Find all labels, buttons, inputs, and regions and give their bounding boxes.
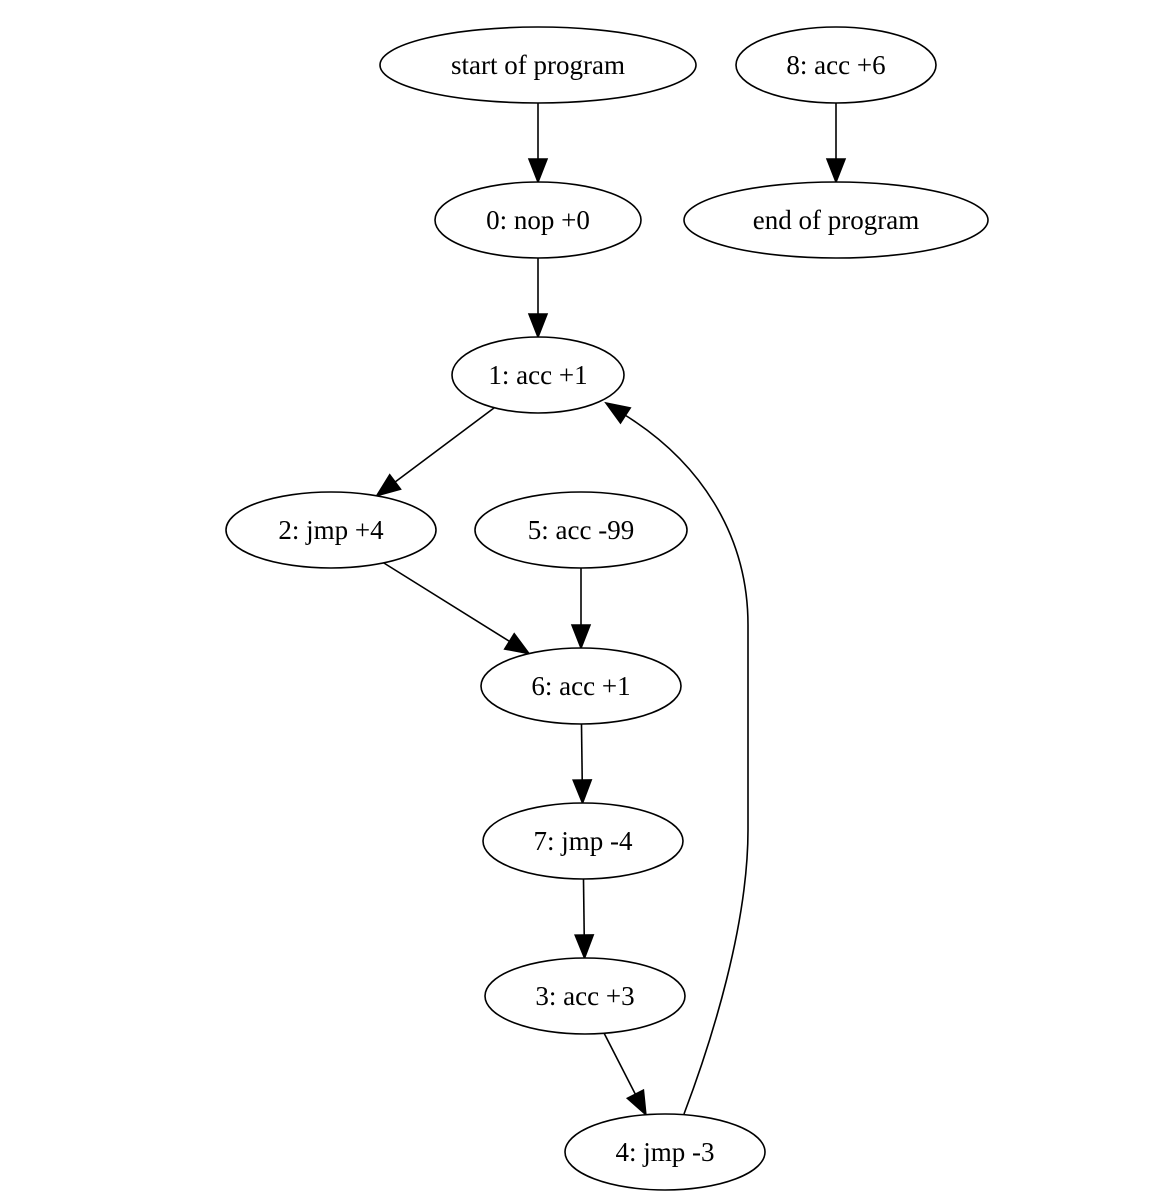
node-ellipse [735, 26, 937, 104]
nodes-layer: start of program 8: acc +6 0: nop +0 end of… [225, 26, 989, 1191]
node-ellipse [564, 1113, 766, 1191]
node-start: start of program [379, 26, 697, 104]
node-ellipse [480, 647, 682, 725]
arrowhead [825, 158, 847, 185]
node-n7: 7: jmp -4 [482, 802, 684, 880]
node-ellipse [474, 491, 688, 569]
arrowhead [527, 313, 549, 340]
edge-line [619, 411, 749, 1115]
node-label: 4: jmp -3 [616, 1137, 715, 1167]
node-label: 7: jmp -4 [534, 826, 633, 856]
edge-n2-to-n6 [383, 562, 531, 655]
node-n5: 5: acc -99 [474, 491, 688, 569]
arrowhead [570, 624, 592, 651]
edge-line [383, 562, 510, 643]
edge-line [394, 407, 495, 483]
node-ellipse [683, 181, 989, 259]
arrowhead [625, 1088, 647, 1117]
node-n4: 4: jmp -3 [564, 1113, 766, 1191]
node-n8: 8: acc +6 [735, 26, 937, 104]
arrowhead [574, 934, 595, 961]
node-n2: 2: jmp +4 [225, 491, 437, 569]
arrowhead [527, 158, 549, 185]
node-label: 1: acc +1 [488, 360, 587, 390]
node-end: end of program [683, 181, 989, 259]
edge-n5-to-n6 [570, 568, 592, 651]
node-ellipse [379, 26, 697, 104]
arrowhead [374, 473, 402, 498]
node-ellipse [451, 336, 625, 414]
edge-n8-to-end [825, 103, 847, 185]
arrowhead [604, 401, 632, 425]
edge-line [603, 1032, 637, 1095]
node-ellipse [225, 491, 437, 569]
edge-n6-to-n7 [572, 723, 593, 806]
edge-n3-to-n4 [603, 1032, 647, 1117]
edges-layer [374, 103, 847, 1117]
edge-n1-to-n2 [374, 407, 495, 498]
node-label: 2: jmp +4 [278, 515, 384, 545]
node-n1: 1: acc +1 [451, 336, 625, 414]
node-label: 5: acc -99 [528, 515, 634, 545]
node-label: 8: acc +6 [786, 50, 885, 80]
edge-line [580, 723, 584, 781]
edge-start-to-n0 [527, 103, 549, 185]
node-n6: 6: acc +1 [480, 647, 682, 725]
node-label: start of program [451, 50, 625, 80]
node-ellipse [484, 957, 686, 1035]
edge-n4-to-n1 [604, 401, 749, 1115]
node-label: 3: acc +3 [535, 981, 634, 1011]
node-ellipse [434, 181, 642, 259]
node-label: end of program [753, 205, 919, 235]
arrowhead [572, 779, 593, 806]
edge-line [582, 878, 586, 936]
node-ellipse [482, 802, 684, 880]
node-label: 0: nop +0 [486, 205, 590, 235]
node-n3: 3: acc +3 [484, 957, 686, 1035]
edge-n7-to-n3 [574, 878, 595, 961]
node-n0: 0: nop +0 [434, 181, 642, 259]
arrowhead [503, 632, 531, 655]
edge-n0-to-n1 [527, 258, 549, 340]
node-label: 6: acc +1 [531, 671, 630, 701]
